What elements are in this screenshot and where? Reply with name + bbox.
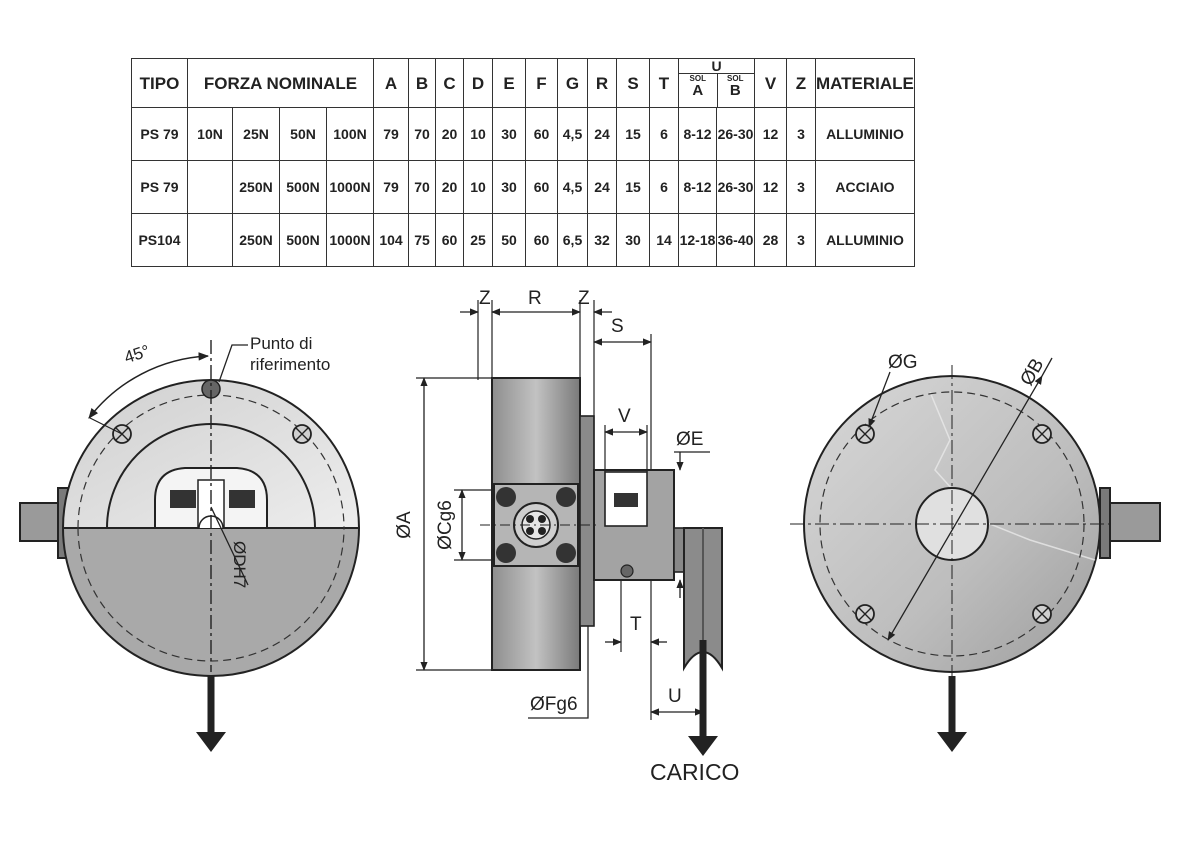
cell-forza: 500N [279,213,327,267]
middle-dim-c: ØCg6 [435,500,456,550]
left-load-arrow [196,732,226,752]
right-mounting-hole-top-left [855,424,875,444]
middle-dim-r: R [528,288,542,309]
right-cable-boss [1109,502,1161,542]
header-dim-t: T [649,58,679,108]
cell-forza: 10N [187,107,233,161]
cell-dim: 30 [616,213,650,267]
middle-load-arrow [688,736,718,756]
cell-u-sol-b: 36-40 [716,213,755,267]
cell-dim: 10 [463,107,493,161]
header-u-sol-a-letter: A [692,82,704,99]
header-tipo: TIPO [131,58,188,108]
cell-forza: 25N [232,107,280,161]
right-view: ØB ØG [790,352,1161,752]
cell-tipo: PS 79 [131,160,188,214]
cell-dim: 79 [373,160,409,214]
left-ref-label-line2: riferimento [250,355,330,374]
left-angle-label: 45° [122,341,152,367]
left-ref-label-line1: Punto di [250,334,312,353]
right-dim-b: ØB [1017,355,1049,389]
header-dim-u: U SOL A SOL B [678,58,755,108]
left-mounting-hole-right [292,424,312,444]
cell-z: 3 [786,213,816,267]
middle-dim-z-left: Z [479,288,491,309]
cell-materiale: ACCIAIO [815,160,915,214]
left-view: 45° Punto di riferimento ØDH7 [19,334,361,752]
header-dim-v: V [754,58,787,108]
cell-materiale: ALLUMINIO [815,107,915,161]
cell-dim: 60 [525,213,558,267]
cell-dim: 70 [408,107,436,161]
table-header-row: TIPO FORZA NOMINALE A B C D E F G R S T … [131,58,915,108]
left-cable-boss [19,502,63,542]
cell-dim: 15 [616,160,650,214]
cell-forza [187,213,233,267]
header-dim-z: Z [786,58,816,108]
spec-table: TIPO FORZA NOMINALE A B C D E F G R S T … [131,58,915,267]
cell-forza [187,160,233,214]
header-u-sol-a-small: SOL [689,74,706,83]
middle-dim-f: ØFg6 [530,694,578,715]
middle-load-label: CARICO [650,759,739,785]
middle-dim-u: U [668,686,682,707]
cell-forza: 50N [279,107,327,161]
cell-dim: 4,5 [557,107,588,161]
cell-tipo: PS 79 [131,107,188,161]
cell-dim: 104 [373,213,409,267]
middle-dim-a: ØA [394,511,415,539]
cell-materiale: ALLUMINIO [815,213,915,267]
header-dim-b: B [408,58,436,108]
cell-u-sol-a: 12-18 [678,213,717,267]
cell-forza: 500N [279,160,327,214]
cell-dim: 75 [408,213,436,267]
middle-dim-z-right: Z [578,288,590,309]
right-dim-g: ØG [888,352,918,373]
middle-dim-v: V [618,406,631,427]
header-u-sol-a: SOL A [680,74,718,107]
right-mounting-hole-bottom-left [855,604,875,624]
cell-forza: 1000N [326,213,374,267]
cell-dim: 15 [616,107,650,161]
cell-dim: 6,5 [557,213,588,267]
middle-dim-s: S [611,316,624,337]
middle-dim-t: T [630,614,642,635]
cell-dim: 60 [435,213,464,267]
cell-z: 3 [786,107,816,161]
right-load-arrow [937,732,967,752]
header-u-label: U [679,60,754,74]
header-u-sol-b: SOL B [717,74,754,107]
cell-forza: 100N [326,107,374,161]
right-mounting-hole-bottom-right [1032,604,1052,624]
left-bore-label: ØDH7 [230,541,249,588]
cell-forza: 1000N [326,160,374,214]
cell-dim: 60 [525,107,558,161]
cell-dim: 32 [587,213,617,267]
right-mounting-hole-top-right [1032,424,1052,444]
header-u-sol-b-small: SOL [727,74,744,83]
header-forza-nominale: FORZA NOMINALE [187,58,374,108]
cell-dim: 60 [525,160,558,214]
middle-view: Z R Z S V ØE ØA ØCg6 T U [394,288,739,785]
middle-dim-e: ØE [676,429,703,450]
cell-dim: 30 [492,160,526,214]
header-dim-s: S [616,58,650,108]
cell-u-sol-a: 8-12 [678,160,717,214]
left-angle-arc [88,352,210,419]
header-u-sol-b-letter: B [729,82,741,99]
cell-z: 3 [786,160,816,214]
